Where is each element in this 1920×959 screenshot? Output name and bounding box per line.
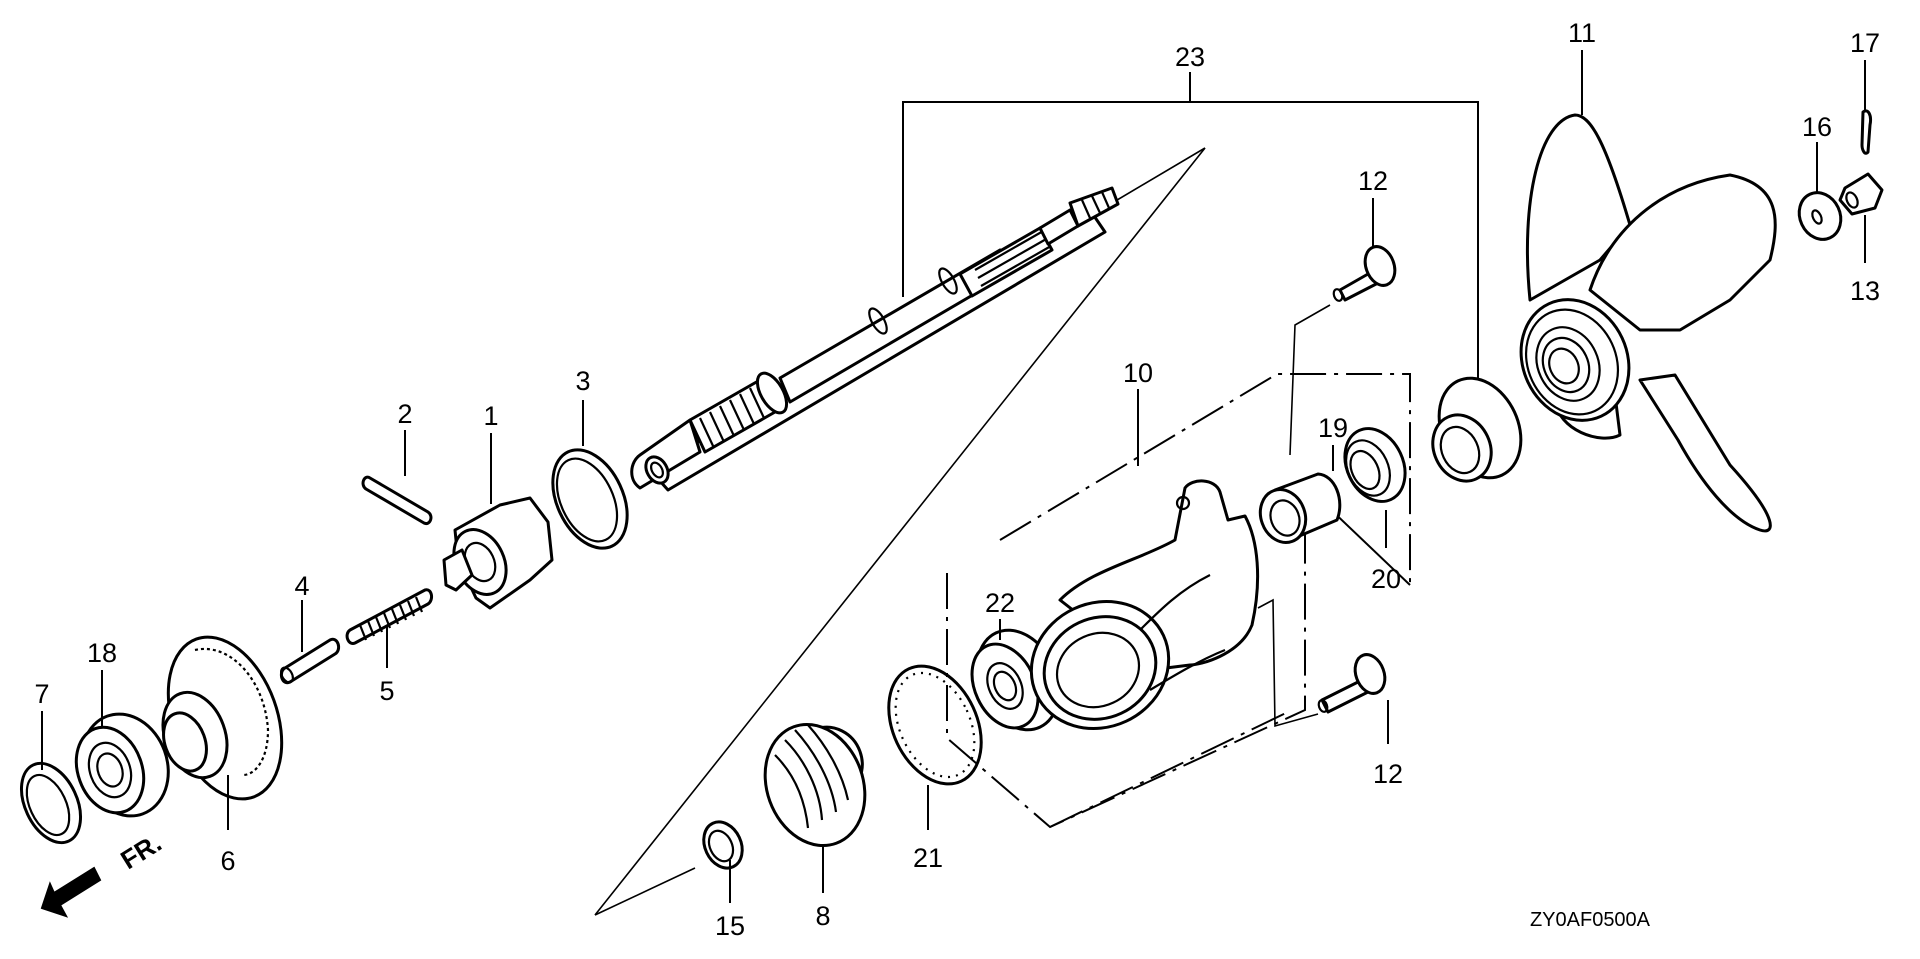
clutch-ring-3: [551, 448, 629, 550]
assembly-bracket-23: [902, 72, 1479, 420]
callout-3[interactable]: 3: [575, 366, 590, 396]
callout-8[interactable]: 8: [815, 901, 830, 931]
shim-7: [19, 761, 83, 845]
callout-22[interactable]: 22: [985, 588, 1015, 618]
callout-20[interactable]: 20: [1371, 564, 1401, 594]
shift-clutch-1: [442, 496, 554, 610]
flange-bolt-12-lower: [1257, 598, 1387, 728]
thrust-holder: [1431, 376, 1523, 483]
drawing-code: ZY0AF0500A: [1530, 909, 1651, 931]
reverse-gear-8: [763, 722, 867, 848]
callout-12-lower[interactable]: 12: [1373, 759, 1403, 789]
castle-nut-13: [1838, 172, 1884, 216]
forward-gear-6: [161, 635, 284, 801]
oil-seal-20: [1343, 427, 1407, 503]
cotter-pin-17: [1860, 109, 1872, 155]
callout-13[interactable]: 13: [1850, 276, 1880, 306]
spring-5: [345, 588, 434, 645]
fr-marker-text: FR.: [115, 827, 166, 875]
callout-2[interactable]: 2: [397, 399, 412, 429]
subgroup-outline: [594, 147, 1206, 916]
callout-10[interactable]: 10: [1123, 358, 1153, 388]
callout-17[interactable]: 17: [1850, 28, 1880, 58]
pin-2: [361, 475, 433, 526]
propeller-shaft: [630, 186, 1120, 492]
o-ring-21: [887, 664, 983, 786]
callout-7[interactable]: 7: [34, 679, 49, 709]
propeller-11: [1519, 113, 1777, 533]
callout-18[interactable]: 18: [87, 638, 117, 668]
callout-5[interactable]: 5: [379, 676, 394, 706]
shim-15: [702, 820, 744, 870]
callout-21[interactable]: 21: [913, 843, 943, 873]
propeller-shaft-holder-10: [1029, 479, 1260, 731]
callout-23[interactable]: 23: [1175, 42, 1205, 72]
callout-12-upper[interactable]: 12: [1358, 166, 1388, 196]
washer-16: [1797, 191, 1843, 241]
ball-bearing-18: [74, 712, 170, 818]
callout-19[interactable]: 19: [1318, 413, 1348, 443]
needle-bearing-19: [1258, 472, 1342, 544]
leader-lines: [41, 50, 1866, 903]
callout-11[interactable]: 11: [1568, 18, 1596, 48]
callout-15[interactable]: 15: [715, 911, 745, 941]
ball-bearing-22: [970, 628, 1061, 732]
pin-4: [279, 637, 341, 685]
callout-6[interactable]: 6: [220, 846, 235, 876]
flange-bolt-12-upper: [1289, 245, 1397, 456]
callout-4[interactable]: 4: [294, 571, 309, 601]
callout-1[interactable]: 1: [483, 401, 498, 431]
callout-16[interactable]: 16: [1802, 112, 1832, 142]
